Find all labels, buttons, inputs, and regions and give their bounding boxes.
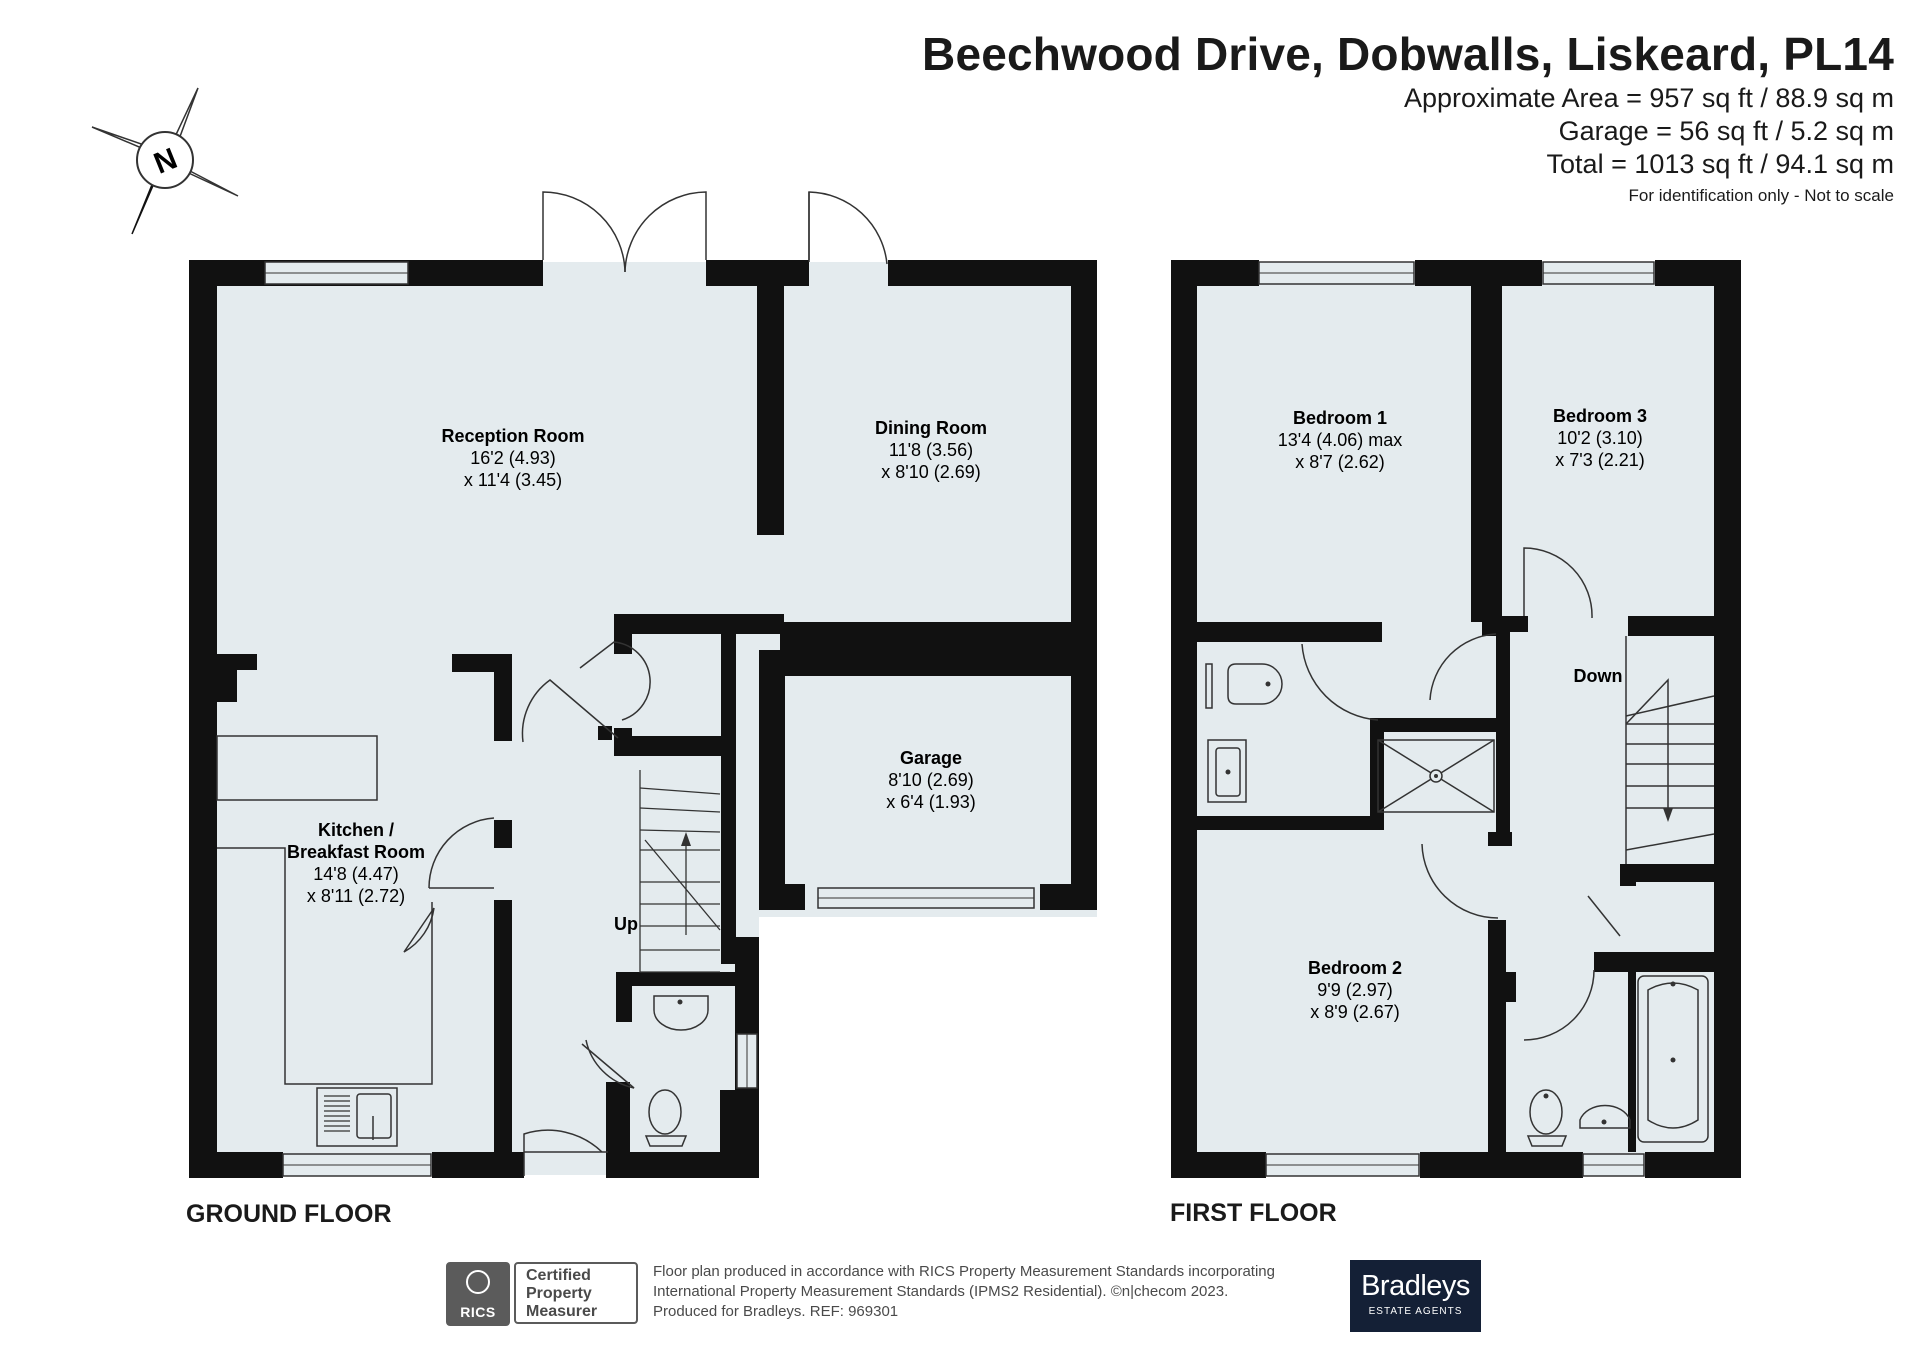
property-title: Beechwood Drive, Dobwalls, Liskeard, PL1…	[922, 28, 1894, 80]
bedroom-1-dim: 13'4 (4.06) max	[1278, 430, 1403, 450]
first-floor-title: FIRST FLOOR	[1170, 1199, 1337, 1227]
ground-floor-plan: Reception Room 16'2 (4.93) x 11'4 (3.45)…	[189, 191, 1097, 1178]
garage-dim: x 6'4 (1.93)	[886, 792, 975, 812]
dining-room-label: Dining Room	[875, 418, 987, 438]
reception-room-dim: 16'2 (4.93)	[470, 448, 556, 468]
dining-room-dim: x 8'10 (2.69)	[881, 462, 981, 482]
stairs-down-label: Down	[1574, 666, 1623, 686]
kitchen-label: Kitchen /	[318, 820, 394, 840]
certified-line: Certified	[526, 1267, 591, 1284]
footer-line: International Property Measurement Stand…	[653, 1283, 1229, 1300]
footer-disclaimer: Floor plan produced in accordance with R…	[653, 1262, 1275, 1322]
bedroom-2-label: Bedroom 2	[1308, 958, 1402, 978]
header: Beechwood Drive, Dobwalls, Liskeard, PL1…	[922, 26, 1894, 209]
certified-line: Measurer	[526, 1303, 598, 1320]
first-floor-plan: Bedroom 1 13'4 (4.06) max x 8'7 (2.62) B…	[1171, 260, 1741, 1178]
bedroom-3-label: Bedroom 3	[1553, 406, 1647, 426]
approximate-area: Approximate Area = 957 sq ft / 88.9 sq m	[1403, 83, 1894, 113]
bedroom-2-dim: 9'9 (2.97)	[1317, 980, 1392, 1000]
garage-dim: 8'10 (2.69)	[888, 770, 974, 790]
footer-line: Floor plan produced in accordance with R…	[653, 1263, 1275, 1280]
brand-name: Bradleys	[1361, 1270, 1470, 1302]
rics-crest-icon	[466, 1270, 490, 1294]
brand-subtitle: ESTATE AGENTS	[1368, 1306, 1463, 1317]
dining-room-dim: 11'8 (3.56)	[889, 440, 973, 460]
bedroom-3-dim: x 7'3 (2.21)	[1555, 450, 1644, 470]
rics-logo: RICS	[446, 1262, 510, 1326]
total-area: Total = 1013 sq ft / 94.1 sq m	[1546, 149, 1894, 179]
rics-certified-badge: RICS Certified Property Measurer	[446, 1262, 642, 1326]
disclaimer-note: For identification only - Not to scale	[1628, 186, 1894, 205]
bradleys-logo: Bradleys ESTATE AGENTS	[1350, 1260, 1481, 1332]
kitchen-label: Breakfast Room	[287, 842, 425, 862]
bedroom-1-label: Bedroom 1	[1293, 408, 1387, 428]
reception-room-dim: x 11'4 (3.45)	[464, 470, 562, 490]
kitchen-dim: x 8'11 (2.72)	[307, 886, 405, 906]
certified-measurer-text: Certified Property Measurer	[514, 1262, 638, 1324]
bedroom-1-dim: x 8'7 (2.62)	[1295, 452, 1384, 472]
compass-icon: N	[91, 87, 239, 235]
garage-label: Garage	[900, 748, 962, 768]
rics-logo-text: RICS	[460, 1304, 496, 1320]
stairs-up-label: Up	[614, 914, 638, 934]
kitchen-dim: 14'8 (4.47)	[313, 864, 399, 884]
garage-area: Garage = 56 sq ft / 5.2 sq m	[1558, 116, 1894, 146]
bedroom-3-dim: 10'2 (3.10)	[1557, 428, 1643, 448]
ground-floor-title: GROUND FLOOR	[186, 1200, 392, 1228]
reception-room-label: Reception Room	[441, 426, 584, 446]
footer-line: Produced for Bradleys. REF: 969301	[653, 1303, 899, 1320]
certified-line: Property	[526, 1285, 592, 1302]
bedroom-2-dim: x 8'9 (2.67)	[1310, 1002, 1399, 1022]
